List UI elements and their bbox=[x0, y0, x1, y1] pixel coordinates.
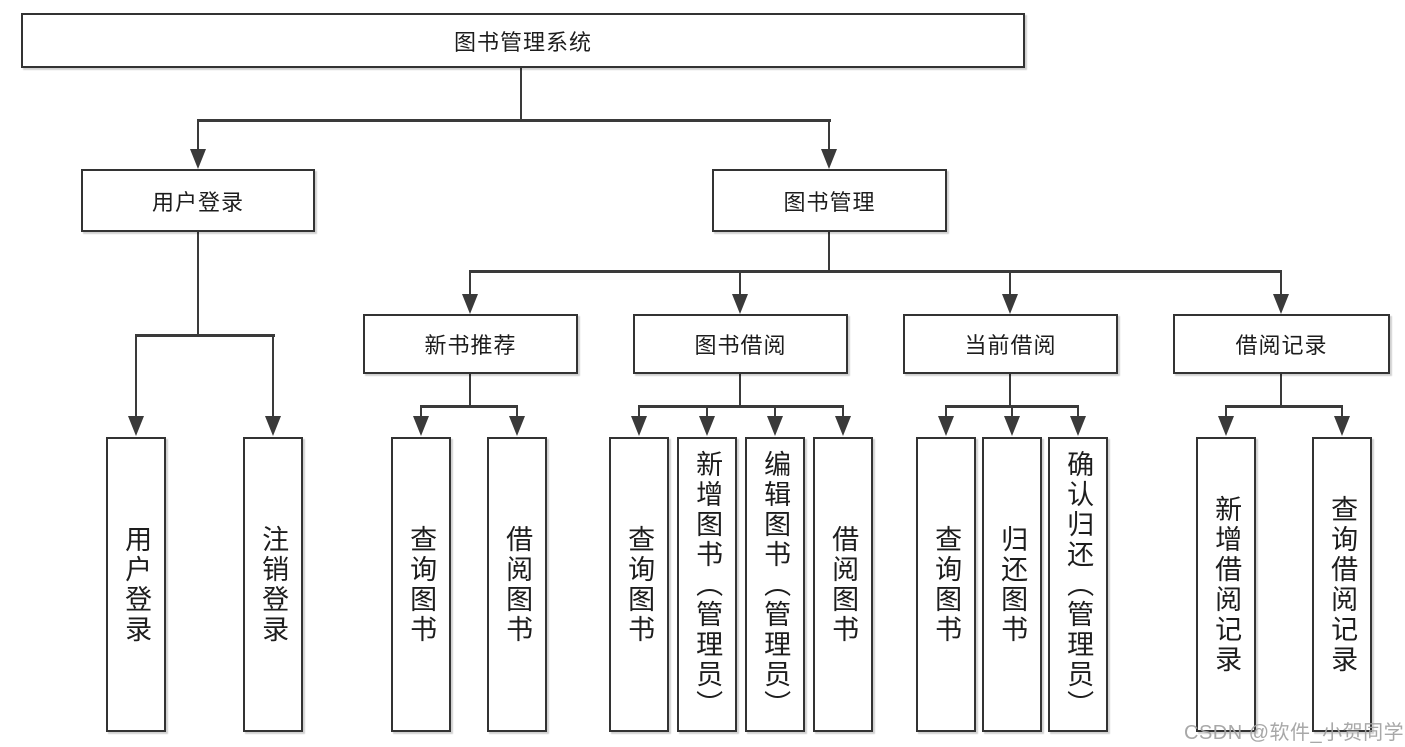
leaf-borrow-books-recommend: 借阅图书 bbox=[487, 437, 547, 732]
leaf-return-books: 归还图书 bbox=[982, 437, 1042, 732]
connector-line bbox=[469, 270, 1282, 273]
connector-line bbox=[944, 405, 948, 419]
leaf-label: 查询图书 bbox=[624, 524, 655, 645]
leaf-query-books-current: 查询图书 bbox=[916, 437, 976, 732]
connector-line bbox=[1076, 405, 1080, 419]
connector-line bbox=[1008, 374, 1012, 408]
arrow-down-icon bbox=[938, 416, 954, 436]
node-new-book-recommend: 新书推荐 bbox=[363, 314, 578, 374]
connector-line bbox=[519, 68, 523, 121]
leaf-add-borrow-record: 新增借阅记录 bbox=[1196, 437, 1256, 732]
arrow-down-icon bbox=[732, 294, 748, 314]
node-borrow-records: 借阅记录 bbox=[1173, 314, 1390, 374]
node-library-system: 图书管理系统 bbox=[21, 13, 1025, 68]
arrow-down-icon bbox=[413, 416, 429, 436]
connector-line bbox=[135, 334, 275, 337]
connector-line bbox=[468, 270, 472, 297]
leaf-query-books-recommend: 查询图书 bbox=[391, 437, 451, 732]
connector-line bbox=[468, 374, 472, 408]
leaf-label: 新增图书（管理员） bbox=[692, 449, 723, 720]
leaf-label: 查询借阅记录 bbox=[1327, 494, 1358, 675]
connector-line bbox=[738, 270, 742, 297]
leaf-label: 新增借阅记录 bbox=[1211, 494, 1242, 675]
connector-line bbox=[196, 119, 200, 152]
arrow-down-icon bbox=[265, 416, 281, 436]
node-label: 新书推荐 bbox=[424, 333, 517, 358]
arrow-down-icon bbox=[1273, 294, 1289, 314]
leaf-label: 编辑图书（管理员） bbox=[760, 449, 791, 720]
leaf-label: 借阅图书 bbox=[828, 524, 859, 645]
connector-line bbox=[841, 405, 845, 419]
connector-line bbox=[827, 119, 831, 152]
leaf-label: 用户登录 bbox=[121, 524, 152, 645]
arrow-down-icon bbox=[1004, 416, 1020, 436]
arrow-down-icon bbox=[128, 416, 144, 436]
connector-line bbox=[738, 374, 742, 408]
node-label: 图书借阅 bbox=[694, 333, 787, 358]
connector-line bbox=[197, 119, 831, 122]
connector-line bbox=[419, 405, 423, 419]
connector-line bbox=[196, 232, 200, 336]
connector-line bbox=[1224, 405, 1228, 419]
connector-line bbox=[773, 405, 777, 419]
connector-line bbox=[420, 405, 518, 408]
connector-line bbox=[705, 405, 709, 419]
leaf-label: 借阅图书 bbox=[502, 524, 533, 645]
connector-line bbox=[1279, 374, 1283, 408]
leaf-label: 注销登录 bbox=[258, 524, 289, 645]
arrow-down-icon bbox=[631, 416, 647, 436]
arrow-down-icon bbox=[1070, 416, 1086, 436]
leaf-add-books-admin: 新增图书（管理员） bbox=[677, 437, 737, 732]
leaf-query-borrow-record: 查询借阅记录 bbox=[1312, 437, 1372, 732]
connector-line bbox=[638, 405, 844, 408]
node-book-management: 图书管理 bbox=[712, 169, 947, 232]
connector-line bbox=[134, 334, 138, 418]
arrow-down-icon bbox=[1002, 294, 1018, 314]
connector-line bbox=[271, 334, 275, 418]
connector-line bbox=[1340, 405, 1344, 419]
connector-line bbox=[637, 405, 641, 419]
arrow-down-icon bbox=[767, 416, 783, 436]
leaf-query-books-borrow: 查询图书 bbox=[609, 437, 669, 732]
leaf-confirm-return-admin: 确认归还（管理员） bbox=[1048, 437, 1108, 732]
leaf-label: 归还图书 bbox=[997, 524, 1028, 645]
leaf-edit-books-admin: 编辑图书（管理员） bbox=[745, 437, 805, 732]
node-label: 借阅记录 bbox=[1235, 333, 1328, 358]
csdn-watermark: CSDN @软件_小贺同学 bbox=[1184, 722, 1405, 744]
arrow-down-icon bbox=[699, 416, 715, 436]
node-label: 图书管理系统 bbox=[453, 29, 592, 55]
leaf-label: 查询图书 bbox=[931, 524, 962, 645]
node-book-borrow: 图书借阅 bbox=[633, 314, 848, 374]
node-user-login: 用户登录 bbox=[81, 169, 315, 232]
arrow-down-icon bbox=[190, 149, 206, 169]
node-current-borrow: 当前借阅 bbox=[903, 314, 1118, 374]
connector-line bbox=[827, 232, 831, 273]
arrow-down-icon bbox=[835, 416, 851, 436]
arrow-down-icon bbox=[1218, 416, 1234, 436]
leaf-borrow-books: 借阅图书 bbox=[813, 437, 873, 732]
arrow-down-icon bbox=[462, 294, 478, 314]
arrow-down-icon bbox=[509, 416, 525, 436]
leaf-label: 查询图书 bbox=[406, 524, 437, 645]
connector-line bbox=[1010, 405, 1014, 419]
arrow-down-icon bbox=[1334, 416, 1350, 436]
leaf-user-login: 用户登录 bbox=[106, 437, 166, 732]
node-label: 用户登录 bbox=[151, 189, 244, 215]
leaf-logout: 注销登录 bbox=[243, 437, 303, 732]
connector-line bbox=[1225, 405, 1343, 408]
node-label: 图书管理 bbox=[783, 189, 876, 215]
node-label: 当前借阅 bbox=[964, 333, 1057, 358]
leaf-label: 确认归还（管理员） bbox=[1063, 449, 1094, 720]
connector-line bbox=[515, 405, 519, 419]
arrow-down-icon bbox=[821, 149, 837, 169]
connector-line bbox=[1008, 270, 1012, 297]
connector-line bbox=[1279, 270, 1283, 297]
